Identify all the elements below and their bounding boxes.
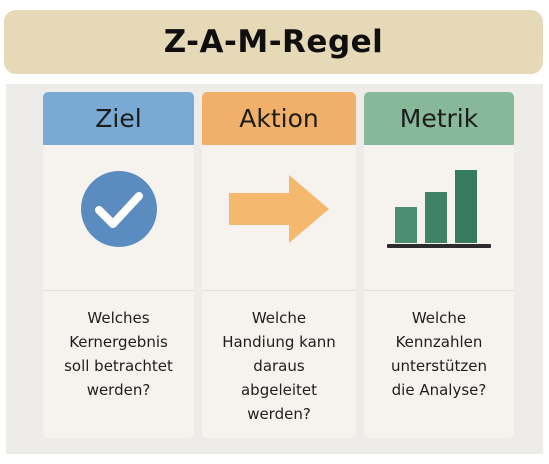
card-ziel: Ziel Welches Kernergebnis soll betrachte… bbox=[43, 92, 194, 438]
card-divider bbox=[202, 290, 356, 291]
card-aktion: Aktion Welche Handiung kann daraus abgel… bbox=[202, 92, 356, 438]
diagram-title: Z-A-M-Regel bbox=[163, 24, 384, 60]
card-aktion-question: Welche Handiung kann daraus abgeleitet w… bbox=[222, 309, 336, 423]
card-metrik: Metrik Welche Kennzahlen unterstützen di… bbox=[364, 92, 514, 438]
arrow-right-icon bbox=[229, 175, 329, 243]
card-ziel-header: Ziel bbox=[43, 92, 194, 145]
title-banner: Z-A-M-Regel bbox=[4, 10, 543, 74]
card-divider bbox=[43, 290, 194, 291]
bar-chart-icon bbox=[387, 170, 491, 248]
card-metrik-title: Metrik bbox=[399, 104, 479, 133]
card-metrik-header: Metrik bbox=[364, 92, 514, 145]
card-ziel-title: Ziel bbox=[95, 104, 142, 133]
card-aktion-title: Aktion bbox=[239, 104, 319, 133]
card-ziel-question: Welches Kernergebnis soll betrachtet wer… bbox=[64, 309, 173, 399]
card-metrik-question: Welche Kennzahlen unterstützen die Analy… bbox=[391, 309, 487, 399]
card-aktion-header: Aktion bbox=[202, 92, 356, 145]
checkmark-icon bbox=[80, 171, 157, 247]
card-divider bbox=[364, 290, 514, 291]
